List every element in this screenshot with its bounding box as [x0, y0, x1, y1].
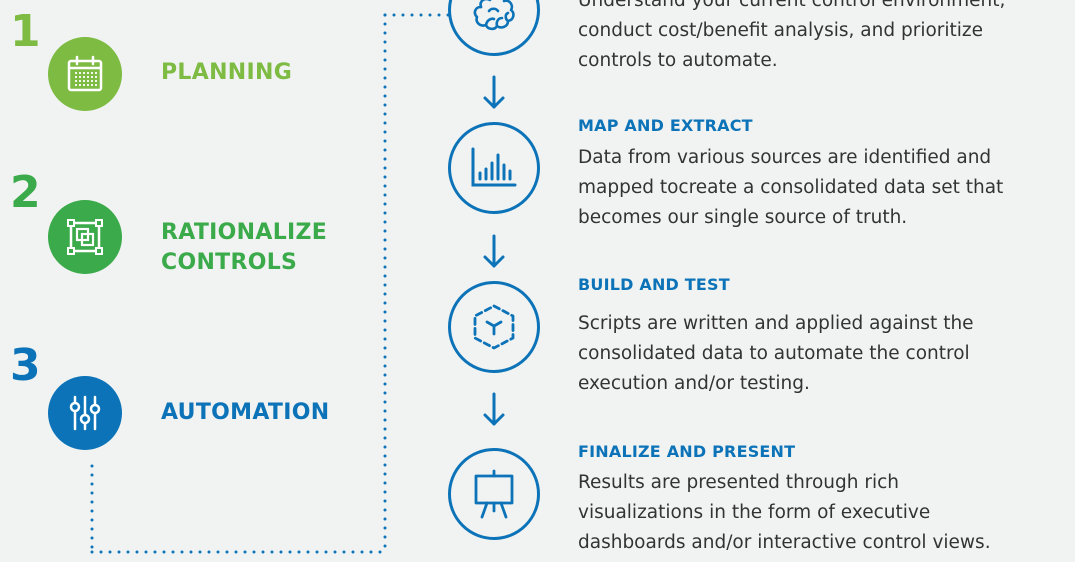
step-4-line-1: Results are presented through rich — [578, 472, 900, 493]
step-3-line-2: consolidated data to automate the contro… — [578, 343, 970, 364]
phase-2-number: 2 — [10, 167, 41, 218]
controls-rationalize-icon — [67, 219, 103, 255]
brain-icon — [473, 0, 515, 31]
step-3-line-1: Scripts are written and applied against … — [578, 313, 974, 334]
step-2-title: MAP AND EXTRACT — [578, 116, 753, 135]
step-4-line-2: visualizations in the form of executive — [578, 502, 931, 523]
phase-3-label-line: AUTOMATION — [161, 400, 330, 425]
step-4-description: Results are presented through rich visua… — [578, 468, 1068, 558]
phase-2-label-line-1: RATIONALIZE — [161, 220, 328, 245]
step-2-line-3: becomes our single source of truth. — [578, 207, 908, 228]
phase-3-label: AUTOMATION — [161, 398, 329, 428]
step-3-line-3: execution and/or testing. — [578, 373, 810, 394]
step-4-circle — [448, 448, 540, 540]
arrow-down-icon-3 — [483, 392, 505, 426]
arrow-down-icon-2 — [483, 234, 505, 268]
step-2-circle — [448, 122, 540, 214]
presentation-easel-icon — [474, 469, 514, 519]
step-3-circle — [448, 281, 540, 373]
bar-chart-icon — [471, 147, 517, 187]
step-1-description: Understand your current control environm… — [578, 0, 1068, 76]
step-1-line-1: Understand your current control environm… — [578, 0, 1006, 11]
sliders-icon — [69, 395, 101, 431]
step-4-line-3: dashboards and/or interactive control vi… — [578, 532, 991, 553]
step-1-line-3: controls to automate. — [578, 50, 778, 71]
phase-1-label-line: PLANNING — [161, 60, 293, 85]
step-3-title: BUILD AND TEST — [578, 275, 730, 294]
step-1-line-2: conduct cost/benefit analysis, and prior… — [578, 20, 984, 41]
phase-3-circle — [48, 376, 122, 450]
calendar-icon — [67, 55, 103, 92]
phase-1-label: PLANNING — [161, 58, 292, 88]
step-2-line-1: Data from various sources are identified… — [578, 147, 992, 168]
phase-2-label-line-2: CONTROLS — [161, 250, 298, 275]
phase-2-circle — [48, 200, 122, 274]
phase-2-label: RATIONALIZE CONTROLS — [161, 218, 327, 278]
phase-1-circle — [48, 37, 122, 111]
phase-1-number: 1 — [10, 6, 41, 57]
step-4-title: FINALIZE AND PRESENT — [578, 442, 796, 461]
step-2-line-2: mapped tocreate a consolidated data set … — [578, 177, 1004, 198]
cube-icon — [473, 304, 515, 350]
phase-3-number: 3 — [10, 340, 41, 391]
arrow-down-icon-1 — [483, 75, 505, 109]
step-3-description: Scripts are written and applied against … — [578, 309, 1068, 399]
step-2-description: Data from various sources are identified… — [578, 143, 1068, 233]
